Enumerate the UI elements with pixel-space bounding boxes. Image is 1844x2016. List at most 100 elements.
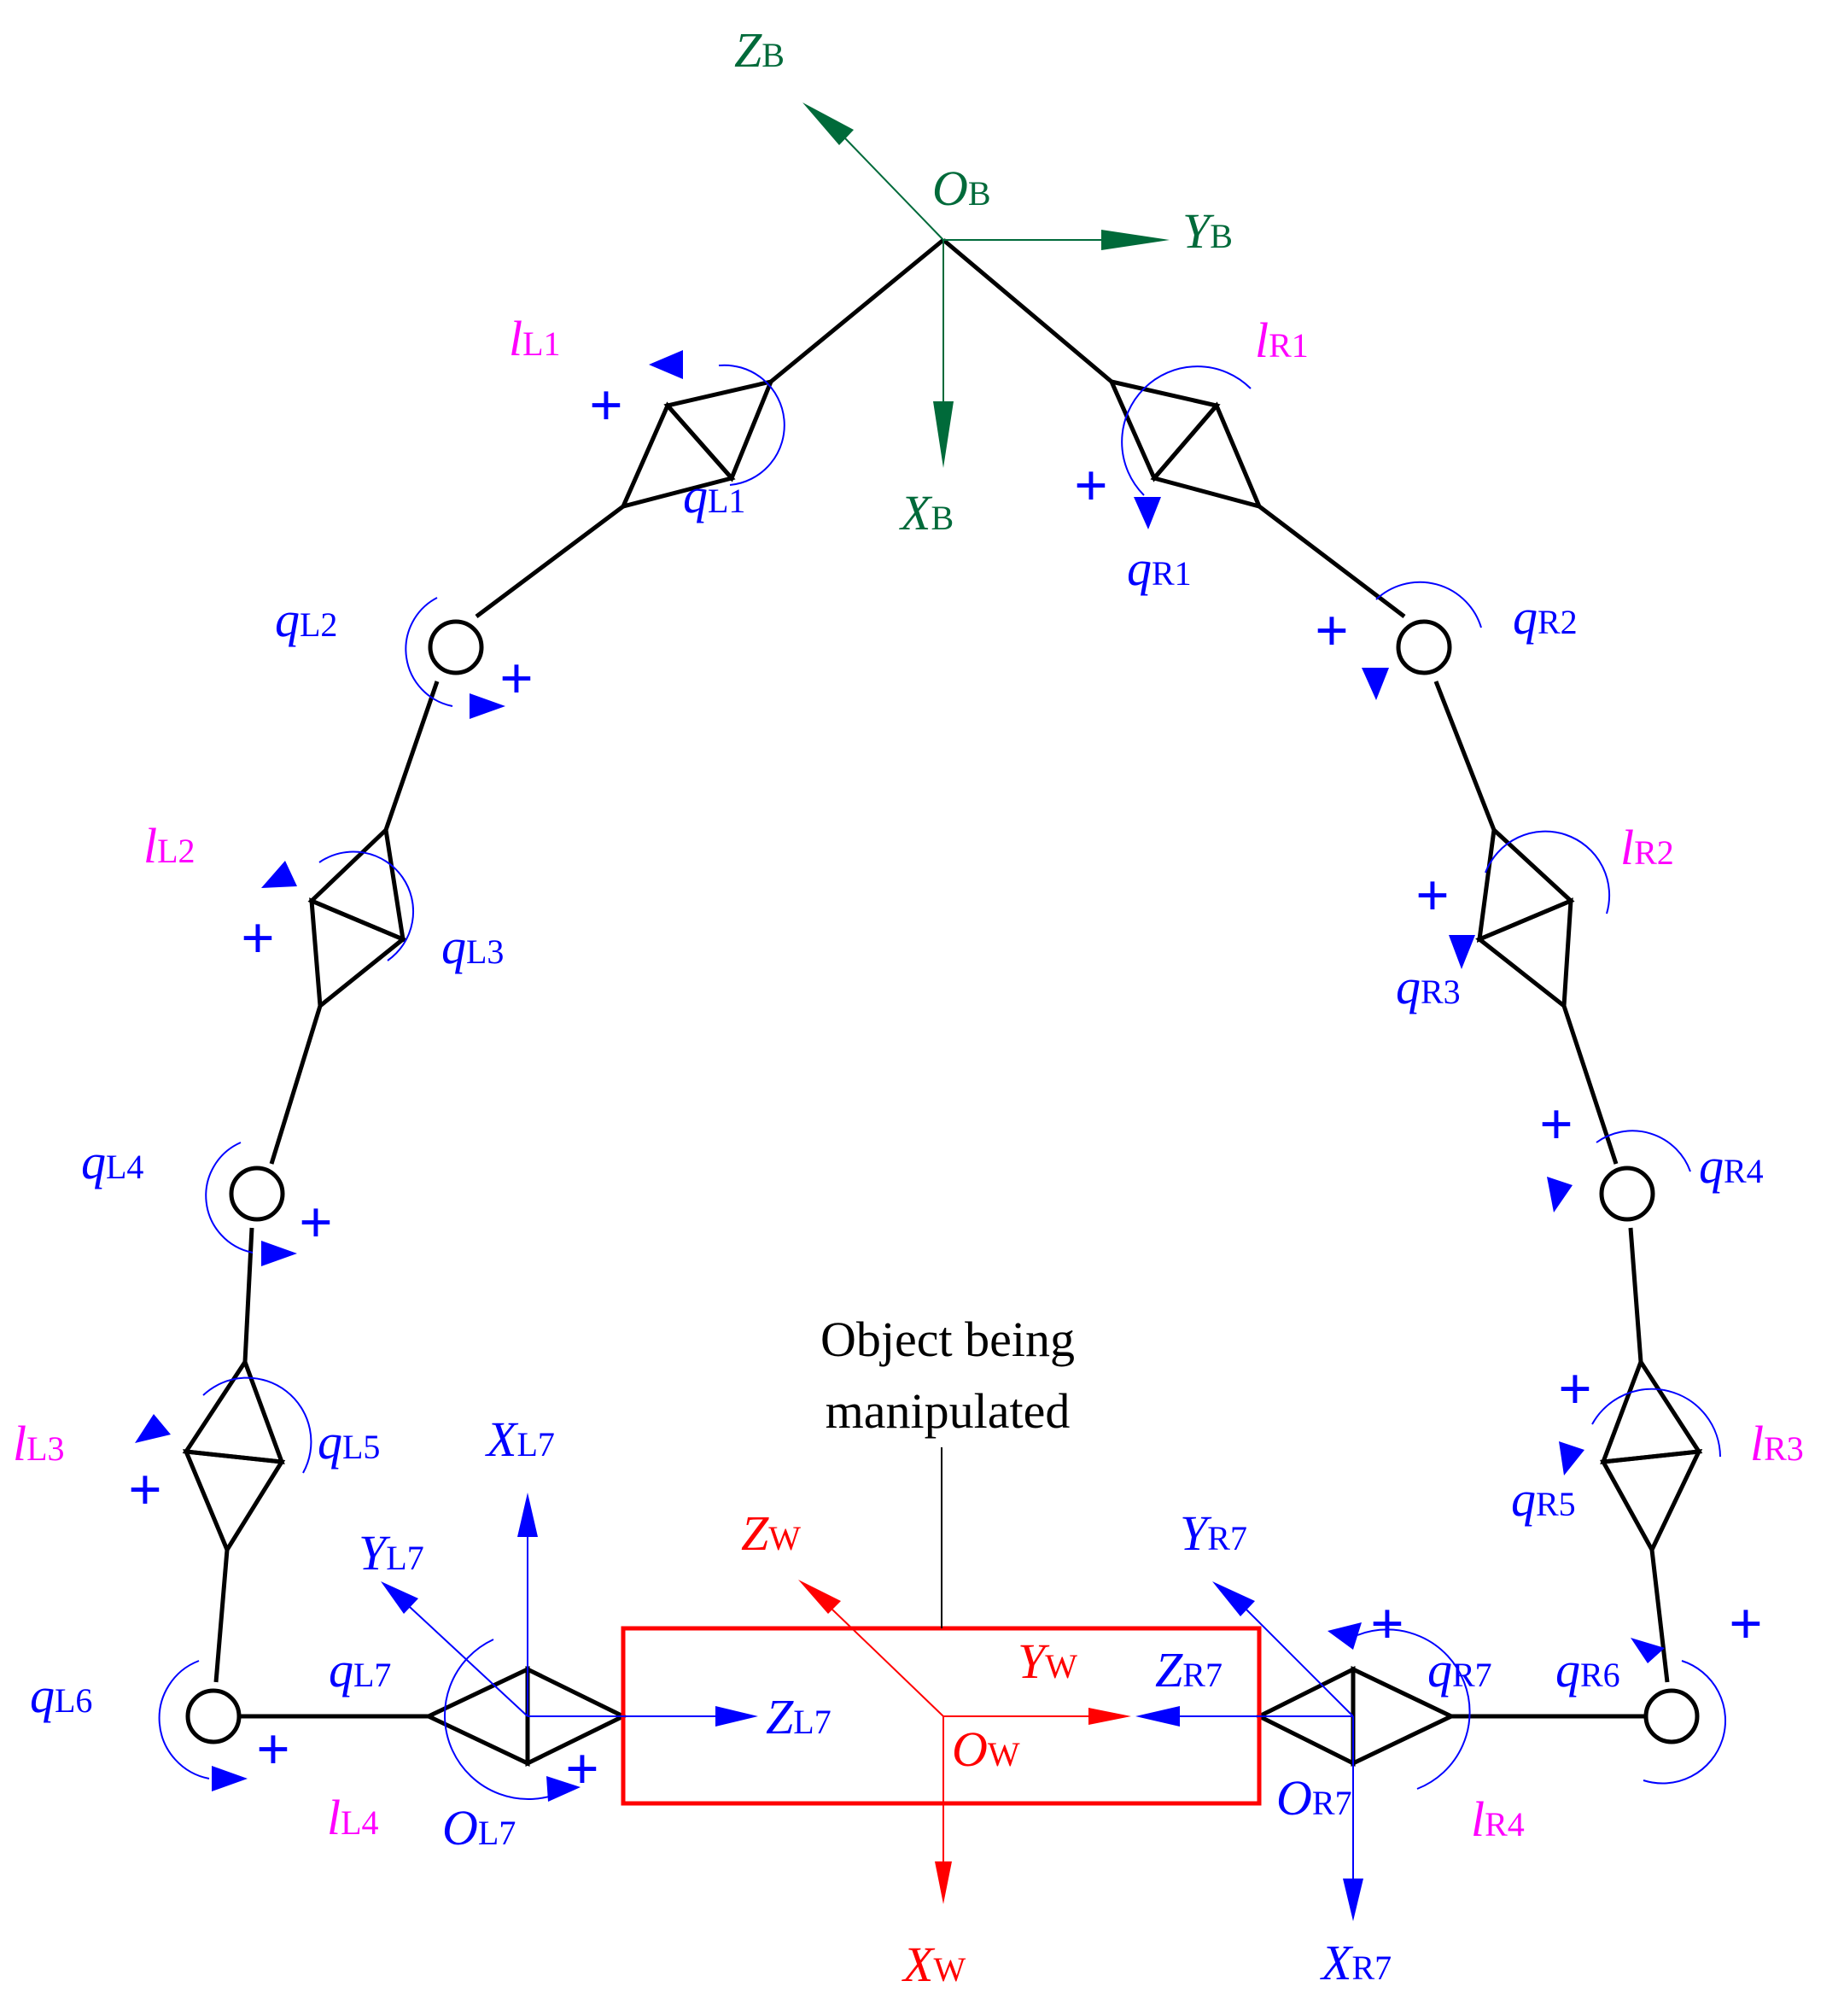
world-z-arrowhead bbox=[798, 1580, 841, 1614]
left-z7-label: ZL7 bbox=[766, 1689, 832, 1744]
world-y-arrowhead bbox=[1088, 1708, 1131, 1725]
right-link-segment bbox=[942, 238, 1113, 383]
right-link-segment bbox=[1628, 1227, 1643, 1363]
left-link-segment bbox=[269, 1005, 323, 1165]
rotation-arc-l1 bbox=[718, 364, 785, 486]
joint-l4-label: qL4 bbox=[81, 1134, 143, 1189]
left-x7-arrowhead bbox=[517, 1493, 538, 1537]
right-link-segment bbox=[1433, 681, 1497, 831]
joint-r4-symbol bbox=[1599, 1166, 1655, 1222]
rotation-arc-l6 bbox=[158, 1660, 210, 1779]
world-z-label: ZW bbox=[741, 1505, 801, 1561]
rotation-arc-r3 bbox=[1485, 830, 1611, 915]
arrowhead-l3 bbox=[261, 861, 297, 888]
joint-r1-label: qR1 bbox=[1127, 541, 1192, 596]
arrowhead-r2 bbox=[1362, 668, 1389, 700]
arrowhead-l1 bbox=[649, 350, 683, 379]
plus-sign-l6: + bbox=[256, 1717, 290, 1783]
object-caption-line2: manipulated bbox=[826, 1383, 1071, 1439]
rotation-arc-l3 bbox=[318, 850, 415, 961]
base-z-arrowhead bbox=[802, 102, 854, 145]
arrowhead-r5 bbox=[1559, 1441, 1584, 1475]
arrowhead-l4 bbox=[261, 1241, 297, 1266]
kinematic-chain bbox=[182, 238, 1703, 1768]
right-y7-label: YR7 bbox=[1180, 1505, 1247, 1561]
right-z7-label: ZR7 bbox=[1155, 1642, 1223, 1698]
world-origin-label: OW bbox=[952, 1721, 1020, 1777]
rotation-direction-arcs bbox=[158, 364, 1727, 1800]
rotation-arc-l7 bbox=[444, 1639, 564, 1800]
joint-l6-symbol bbox=[185, 1688, 242, 1744]
rotation-arc-r1 bbox=[1121, 365, 1252, 496]
joint-r3-label: qR3 bbox=[1396, 959, 1461, 1014]
arrowhead-l5 bbox=[135, 1414, 171, 1443]
joint-l2-symbol bbox=[428, 619, 484, 675]
link-l3-label: lL3 bbox=[13, 1416, 65, 1471]
left-z7-arrowhead bbox=[715, 1706, 758, 1727]
object-caption-line1: Object being bbox=[820, 1312, 1075, 1367]
base-x-arrowhead bbox=[933, 401, 954, 468]
right-link-segment bbox=[1649, 1549, 1670, 1683]
base-y-arrowhead bbox=[1101, 230, 1170, 250]
plus-sign-r5: + bbox=[1558, 1357, 1592, 1423]
base-origin-label: OB bbox=[932, 161, 991, 216]
joint-r6-label: qR6 bbox=[1555, 1642, 1620, 1698]
joint-r3-symbol bbox=[1475, 825, 1575, 1010]
base-y-label: YB bbox=[1182, 203, 1233, 259]
right-o7-label: OR7 bbox=[1276, 1770, 1352, 1826]
plus-sign-r4: + bbox=[1539, 1092, 1573, 1158]
arrowhead-r3 bbox=[1449, 935, 1475, 969]
right-z7-arrowhead bbox=[1135, 1706, 1180, 1727]
left-link-segment bbox=[769, 238, 945, 383]
left-link-segment bbox=[242, 1227, 254, 1363]
plus-sign-l2: + bbox=[499, 646, 534, 712]
plus-sign-r2: + bbox=[1315, 599, 1349, 664]
plus-sign-l7: + bbox=[565, 1737, 599, 1803]
joint-r7-label: qR7 bbox=[1427, 1642, 1492, 1698]
rotation-arc-l4 bbox=[205, 1142, 254, 1253]
plus-sign-r1: + bbox=[1074, 453, 1108, 519]
link-r4-label: lR4 bbox=[1471, 1791, 1525, 1847]
left-end-frame-axes bbox=[381, 1493, 758, 1727]
arrowhead-r7 bbox=[1328, 1622, 1362, 1650]
rotation-arc-r5 bbox=[1591, 1388, 1721, 1458]
plus-sign-r3: + bbox=[1415, 863, 1450, 929]
link-r3-label: lR3 bbox=[1750, 1416, 1804, 1471]
plus-sign-r6: + bbox=[1729, 1592, 1763, 1657]
joint-r5-label: qR5 bbox=[1511, 1471, 1576, 1527]
left-o7-label: OL7 bbox=[442, 1800, 516, 1855]
plus-sign-l4: + bbox=[299, 1190, 333, 1256]
joint-r1-symbol bbox=[1107, 378, 1263, 510]
joint-l5-symbol bbox=[182, 1357, 286, 1555]
arrowhead-r4 bbox=[1547, 1177, 1573, 1213]
link-r1-label: lR1 bbox=[1255, 313, 1309, 368]
right-end-frame-axes bbox=[1135, 1581, 1363, 1921]
plus-sign-l1: + bbox=[589, 373, 623, 439]
right-y7-arrowhead bbox=[1212, 1581, 1255, 1616]
arrowhead-l2 bbox=[470, 693, 505, 719]
right-x7-label: XR7 bbox=[1320, 1935, 1392, 1990]
arrowhead-r6 bbox=[1631, 1638, 1665, 1663]
joint-l3-symbol bbox=[307, 825, 407, 1010]
base-x-label: XB bbox=[899, 485, 954, 541]
joint-l4-symbol bbox=[229, 1166, 285, 1222]
arrowhead-l7 bbox=[546, 1776, 581, 1802]
joint-r6-symbol bbox=[1643, 1688, 1700, 1744]
left-x7-label: XL7 bbox=[485, 1411, 555, 1467]
left-link-segment bbox=[213, 1549, 230, 1683]
joint-l7-label: qL7 bbox=[329, 1642, 391, 1698]
left-y7-label: YL7 bbox=[359, 1525, 424, 1581]
right-link-segment bbox=[1258, 505, 1406, 618]
left-link-segment bbox=[383, 681, 440, 831]
rotation-arc-l2 bbox=[405, 597, 453, 707]
left-y7-arrowhead bbox=[381, 1581, 418, 1614]
joint-l1-label: qL1 bbox=[683, 468, 745, 523]
base-z-label: ZB bbox=[734, 22, 785, 78]
right-link-segment bbox=[1561, 1005, 1619, 1165]
plus-sign-r7: + bbox=[1370, 1592, 1404, 1657]
plus-sign-l3: + bbox=[241, 906, 275, 972]
joint-r2-symbol bbox=[1396, 619, 1452, 675]
rotation-arc-r2 bbox=[1375, 581, 1482, 628]
